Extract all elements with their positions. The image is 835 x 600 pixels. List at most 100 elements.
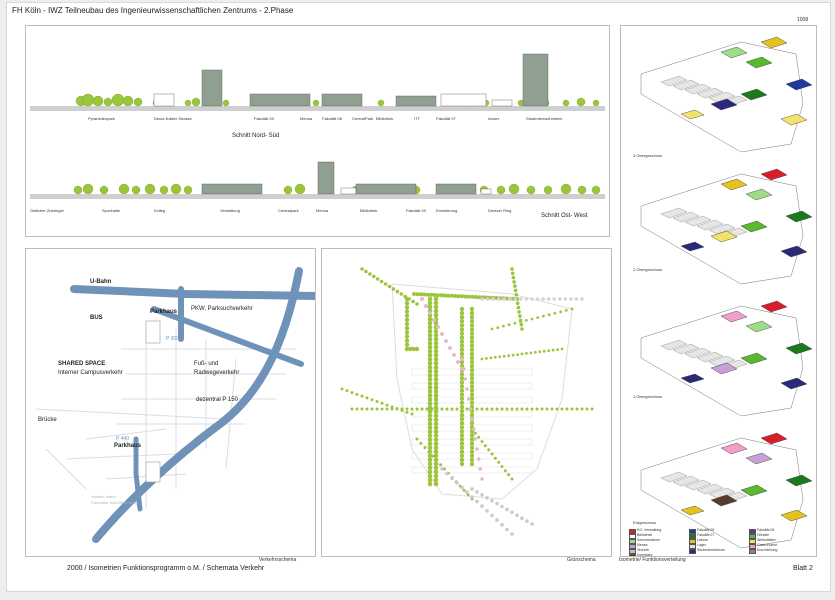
green-tree-dot — [433, 328, 439, 334]
green-tree-dot — [427, 353, 433, 358]
green-tree-dot — [459, 421, 465, 426]
green-tree-dot — [490, 452, 494, 456]
legend-text: Erschließung — [757, 548, 778, 552]
green-tree-dot — [553, 311, 557, 315]
green-tree-dot — [469, 351, 475, 357]
green-tree-dot — [440, 467, 444, 471]
green-tree-dot — [370, 398, 374, 402]
green-tree-dot — [404, 338, 410, 343]
green-tree-dot — [564, 309, 568, 312]
green-tree-dot — [505, 527, 509, 532]
section-label: Annex — [488, 116, 500, 121]
green-tree-dot — [433, 369, 439, 374]
green-tree-dot — [533, 350, 537, 354]
green-tree-dot — [485, 509, 489, 513]
green-tree-dot — [511, 353, 515, 357]
green-tree-dot — [473, 431, 477, 435]
green-tree-dot — [404, 321, 410, 327]
dezentral-label: dezentral P 150 — [196, 397, 238, 403]
green-tree-dot — [433, 308, 439, 314]
green-tree-dot — [459, 331, 465, 336]
green-tree-dot — [459, 457, 465, 463]
legend-text: Technik — [637, 548, 649, 552]
green-tree-dot — [423, 446, 427, 450]
green-tree-dot — [459, 319, 465, 324]
green-tree-dot — [433, 473, 439, 479]
green-tree-dot — [459, 323, 465, 328]
iso-block — [708, 91, 736, 103]
green-tree-dot — [469, 355, 475, 361]
green-tree-dot — [433, 320, 439, 326]
iso-function-block — [780, 509, 808, 522]
green-tree-dot — [427, 450, 431, 454]
green-tree-dot — [551, 348, 555, 352]
green-tree-dot — [427, 421, 433, 426]
green-tree-dot — [469, 384, 475, 389]
green-tree-dot — [469, 388, 475, 393]
green-tree-dot — [515, 407, 519, 411]
green-tree-dot — [485, 496, 489, 500]
green-tree-dot — [590, 407, 594, 411]
green-tree-dot — [427, 332, 433, 338]
iso-function-block — [720, 46, 748, 59]
green-tree-dot — [433, 481, 439, 487]
green-tree-dot — [487, 448, 491, 452]
footer-right: Blatt 2 — [793, 565, 813, 572]
green-tree-dot — [459, 453, 465, 458]
green-tree-dot — [404, 313, 410, 318]
green-tree-dot — [485, 357, 488, 360]
green-tree-dot — [440, 332, 444, 336]
iso-function-block — [785, 474, 813, 487]
green-tree-dot — [485, 407, 489, 411]
green-tree-dot — [520, 327, 524, 331]
floor-label: 3.Obergeschoss — [633, 153, 663, 158]
green-tree-dot — [459, 327, 465, 332]
green-tree-dot — [469, 437, 475, 442]
green-tree-dot — [433, 425, 439, 430]
green-tree-dot — [436, 325, 440, 329]
green-tree-dot — [427, 445, 433, 451]
tree — [73, 185, 83, 195]
section-label: Verwaltung — [220, 208, 240, 213]
green-tree-dot — [469, 335, 475, 340]
green-tree-dot — [427, 324, 433, 330]
green-tree-dot — [516, 305, 521, 310]
green-tree-dot — [480, 440, 484, 443]
green-tree-dot — [439, 293, 444, 298]
green-tree-dot — [368, 272, 372, 276]
iso-block — [684, 215, 712, 227]
green-tree-dot — [459, 400, 465, 405]
green-tree-dot — [490, 407, 494, 411]
section-label: Pyramidenpark — [88, 116, 115, 121]
green-tree-dot — [505, 407, 509, 411]
green-tree-dot — [427, 385, 433, 390]
green-tree-dot — [432, 318, 436, 322]
iso-block — [708, 487, 736, 499]
green-tree-dot — [510, 510, 514, 515]
legend-swatch — [629, 533, 636, 539]
iso-function-block — [780, 113, 808, 126]
green-tree-dot — [469, 461, 475, 467]
green-tree-dot — [473, 295, 478, 299]
section-ns-caption: Schnitt Nord- Süd — [232, 133, 280, 139]
green-tree-dot — [433, 389, 439, 394]
green-tree-dot — [427, 413, 433, 418]
green-tree-dot — [480, 493, 484, 497]
green-tree-dot — [427, 381, 433, 386]
green-tree-dot — [469, 347, 475, 352]
green-tree-dot — [466, 397, 471, 401]
green-tree-dot — [496, 326, 500, 329]
green-tree-dot — [469, 380, 475, 385]
green-tree-dot — [427, 320, 433, 326]
green-tree-dot — [427, 373, 433, 378]
green-tree-dot — [461, 367, 466, 371]
green-tree-dot — [387, 284, 392, 289]
green-tree-dot — [446, 293, 451, 298]
green-tree-dot — [463, 377, 468, 381]
green-tree-dot — [542, 349, 546, 353]
iso-function-block — [720, 178, 748, 191]
tree — [103, 97, 113, 107]
iso-function-block — [710, 230, 738, 243]
green-tree-dot — [469, 376, 475, 381]
